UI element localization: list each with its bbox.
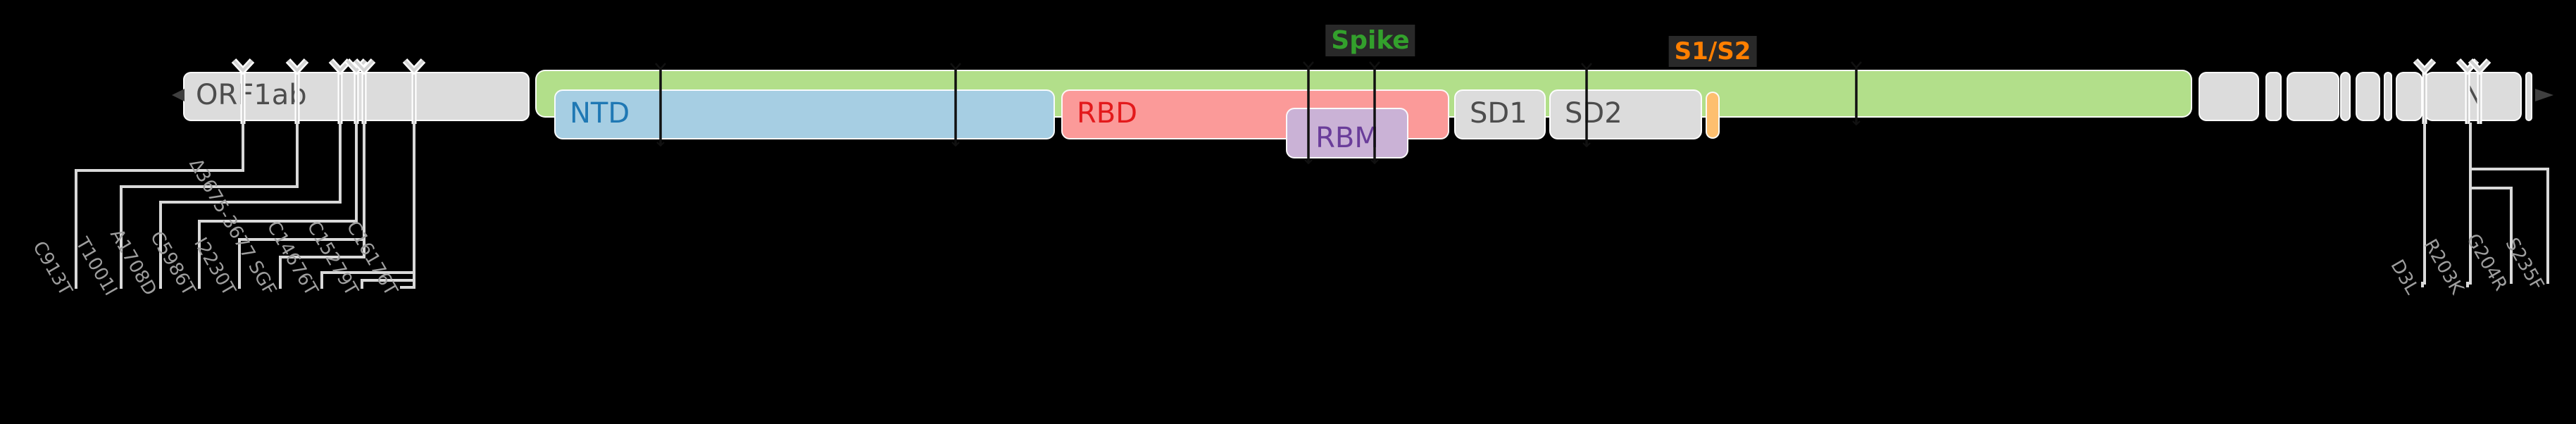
gene-box-ORF10 <box>2525 72 2532 121</box>
spike-mutation-line-tip-icon <box>1304 159 1313 165</box>
spike-mutation-line-tip-icon <box>1852 120 1861 126</box>
domain-label-RBD: RBD <box>1077 96 1138 130</box>
gene-box-ORF6 <box>2340 72 2351 121</box>
mutation-label-right-4: S235F <box>2501 234 2548 294</box>
domain-label-RBM: RBM <box>1315 122 1379 154</box>
gene-label-N: N <box>2463 79 2484 112</box>
spike-mutation-chevron-icon <box>1851 61 1862 69</box>
domain-box-SD1: SD1 <box>1454 89 1546 139</box>
mutation-marker-chevron-halo <box>402 58 426 75</box>
spike-gene-label: Spike <box>1325 25 1415 56</box>
gene-box-ORF7a <box>2356 72 2380 121</box>
gene-box-ORF3a <box>2199 72 2259 121</box>
mutation-marker-chevron-halo <box>352 58 376 75</box>
gene-box-E <box>2265 72 2282 121</box>
domain-box-NTD: NTD <box>554 89 1055 139</box>
domain-label-SD2: SD2 <box>1565 96 1622 130</box>
mutation-marker-chevron-icon <box>287 59 308 73</box>
gene-box-M <box>2287 72 2339 121</box>
mutation-marker-chevron-icon <box>330 59 351 73</box>
mutation-marker-chevron-icon <box>346 59 367 73</box>
mutation-marker-chevron-icon <box>354 59 375 73</box>
spike-mutation-chevron-icon <box>655 63 666 70</box>
domain-box-RBM: RBM <box>1286 108 1408 158</box>
spike-mutation-line-tip-icon <box>1582 142 1591 148</box>
mutation-marker-chevron-halo <box>285 58 309 75</box>
mutation-marker-chevron-halo <box>2468 58 2491 75</box>
furin-site-bar <box>1706 92 1720 139</box>
domain-label-NTD: NTD <box>570 96 630 130</box>
mutation-marker-chevron-halo <box>2456 58 2480 75</box>
gene-box-ORF7b <box>2384 72 2392 121</box>
spike-mutation-chevron-icon <box>1303 61 1314 69</box>
gene-label-ORF1ab: ORF1ab <box>196 79 307 112</box>
spike-mutation-line-tip-icon <box>951 142 960 147</box>
spike-mutation-chevron-icon <box>1369 61 1380 69</box>
spike-mutation-line-tip-icon <box>656 142 665 147</box>
spike-mutation-chevron-icon <box>950 63 961 70</box>
mutation-marker-chevron-halo <box>328 58 352 75</box>
spike-mutation-line-tip-icon <box>1370 159 1379 165</box>
three-prime-end-icon <box>2535 89 2553 101</box>
mutation-marker-chevron-icon <box>2469 59 2490 73</box>
mutation-connector-left-9 <box>400 123 415 289</box>
spike-mutation-chevron-icon <box>1581 63 1592 70</box>
gene-box-ORF8 <box>2396 72 2422 121</box>
s1s2-site-label: S1/S2 <box>1668 36 1757 67</box>
mutation-marker-chevron-icon <box>2457 59 2478 73</box>
domain-label-SD1: SD1 <box>1470 96 1527 130</box>
domain-box-SD2: SD2 <box>1549 89 1702 139</box>
mutation-marker-chevron-icon <box>404 59 425 73</box>
mutation-marker-chevron-halo <box>344 58 368 75</box>
